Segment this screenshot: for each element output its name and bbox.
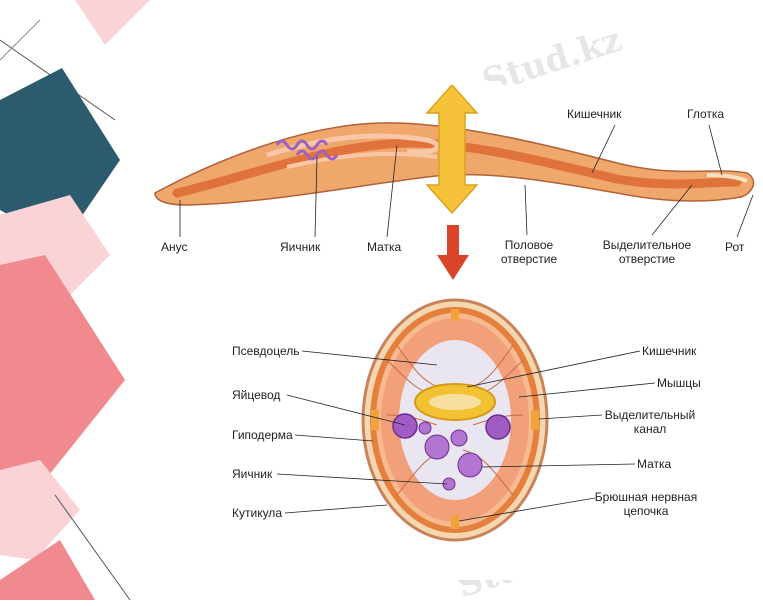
- cs-ovary-c: [450, 429, 468, 447]
- label-ovary-long: Яичник: [280, 240, 321, 254]
- worm-intestine: [172, 138, 742, 198]
- longitudinal-leader-lines: [179, 124, 754, 238]
- label-excretory-canal-line2: канал: [633, 422, 667, 436]
- diagram-drawing: [154, 85, 755, 542]
- worm-uterus-2: [286, 151, 438, 169]
- label-excretory-canal: Выделительный канал: [602, 408, 698, 436]
- thin-diagonal-line-bottom: [54, 494, 131, 600]
- excretory-canal-right: [531, 410, 539, 430]
- section-arrow: [425, 85, 479, 215]
- excretory-canal-left: [371, 410, 379, 430]
- cs-ovary-a: [418, 421, 432, 435]
- label-intestine-long: Кишечник: [567, 107, 622, 121]
- label-excretory-canal-line1: Выделительный: [604, 408, 696, 422]
- label-pseudocoel: Псевдоцель: [232, 344, 300, 358]
- worm-pharynx: [706, 173, 748, 183]
- label-excretory-opening: Выделительное отверстие: [599, 238, 695, 266]
- teal-diamond: [0, 68, 120, 245]
- label-uterus-long: Матка: [367, 240, 402, 254]
- label-anus: Анус: [161, 240, 188, 254]
- label-genital-opening: Половое отверстие: [492, 238, 566, 266]
- label-muscles: Мышцы: [657, 376, 701, 390]
- down-arrow: [437, 225, 469, 280]
- cross-section: [361, 298, 549, 542]
- label-oviduct: Яйцевод: [232, 388, 281, 402]
- label-uterus-cs: Матка: [637, 457, 672, 471]
- pink-triangle-top: [75, 0, 150, 45]
- label-cuticle: Кутикула: [232, 506, 282, 520]
- label-pharynx: Глотка: [687, 107, 725, 121]
- coral-diamond-bottom: [0, 540, 95, 600]
- label-nerve-cord-line1: Брюшная нервная: [594, 490, 698, 504]
- ventral-nerve-cord: [451, 515, 459, 529]
- pink-diamond-low: [0, 460, 80, 560]
- thin-diagonal-line-top-2: [0, 19, 41, 61]
- label-genital-opening-line2: отверстие: [500, 252, 558, 266]
- label-genital-opening-line1: Половое: [504, 238, 554, 252]
- label-nerve-cord: Брюшная нервная цепочка: [589, 490, 703, 518]
- cs-oviduct-left: [392, 413, 418, 439]
- label-ovary-cs: Яичник: [232, 467, 273, 481]
- cross-section-leader-lines: [276, 350, 656, 522]
- label-excretory-opening-line1: Выделительное: [602, 238, 692, 252]
- worm-ovary: [275, 139, 339, 161]
- label-intestine-cs: Кишечник: [642, 344, 697, 358]
- label-hypodermis: Гиподерма: [232, 428, 293, 442]
- cs-intestine-lumen: [429, 394, 481, 410]
- dorsal-nerve-cord: [451, 309, 459, 321]
- label-mouth: Рот: [725, 240, 745, 254]
- cs-uterus-right: [485, 414, 511, 440]
- roundworm-diagram: Анус Яичник Матка Половое отверстие Выде…: [147, 85, 759, 580]
- label-nerve-cord-line2: цепочка: [623, 504, 669, 518]
- label-excretory-opening-line2: отверстие: [618, 252, 676, 266]
- cs-uterus-d: [457, 452, 483, 478]
- cs-ovary-b: [424, 434, 450, 460]
- coral-diamond-large: [0, 255, 125, 480]
